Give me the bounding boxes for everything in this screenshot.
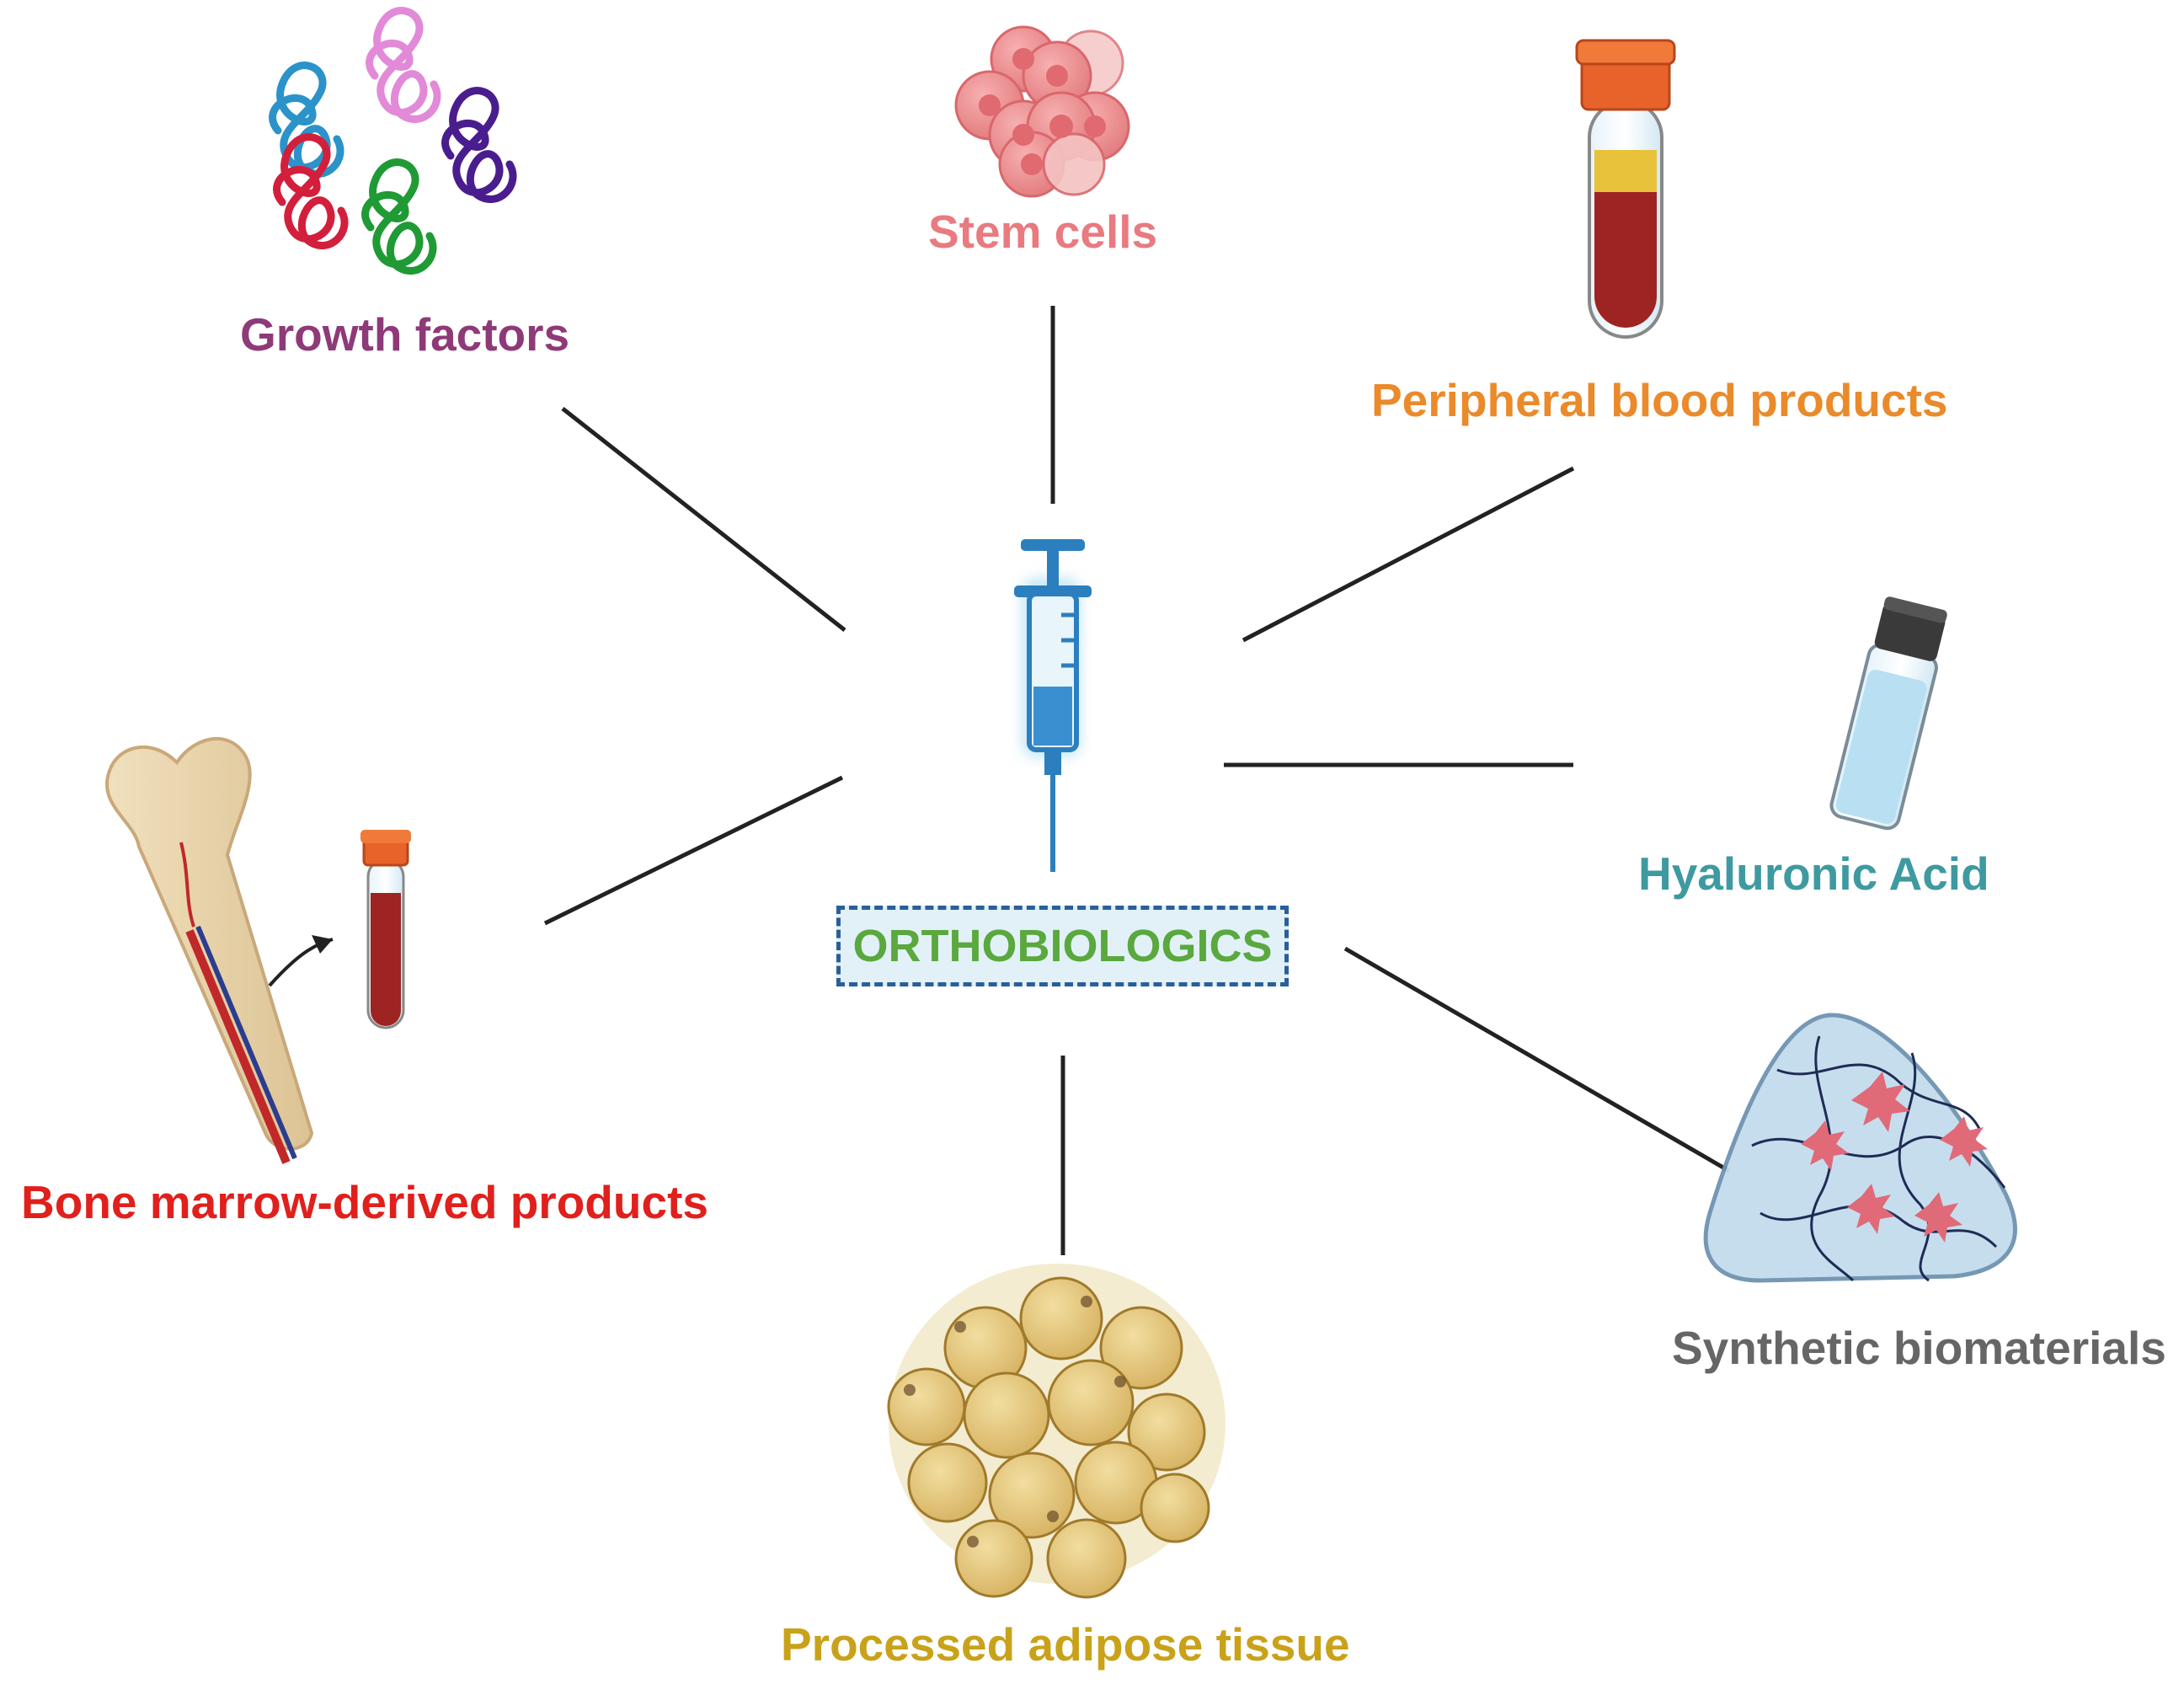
label-growth-factors: Growth factors [240, 308, 570, 361]
connector-peripheral-blood [1242, 466, 1575, 643]
center-node: ORTHOBIOLOGICS [836, 906, 1289, 986]
label-hyaluronic-acid: Hyaluronic Acid [1638, 847, 1989, 900]
femur-bone-icon [105, 737, 411, 1164]
hydrogel-scaffold-icon [1703, 1013, 2017, 1283]
connector-synthetic [1343, 946, 1731, 1173]
protein-icon [269, 7, 517, 275]
connector-bone-marrow [543, 775, 844, 926]
stem-cell-cluster-icon [954, 25, 1130, 198]
label-peripheral-blood-products: Peripheral blood products [1371, 374, 1948, 426]
connector-growth-factors [561, 407, 846, 632]
blood-tube-icon [1575, 39, 1676, 339]
syringe-icon [1014, 539, 1092, 872]
label-stem-cells: Stem cells [928, 206, 1158, 258]
center-label: ORTHOBIOLOGICS [852, 921, 1273, 971]
adipocytes-icon [887, 1264, 1225, 1599]
connector-lines [543, 306, 1731, 1255]
label-synthetic-biomaterials: Synthetic biomaterials [1672, 1322, 2166, 1374]
label-processed-adipose-tissue: Processed adipose tissue [781, 1618, 1350, 1671]
label-bone-marrow-derived-products: Bone marrow-derived products [21, 1176, 708, 1228]
vial-icon [1829, 596, 1947, 831]
